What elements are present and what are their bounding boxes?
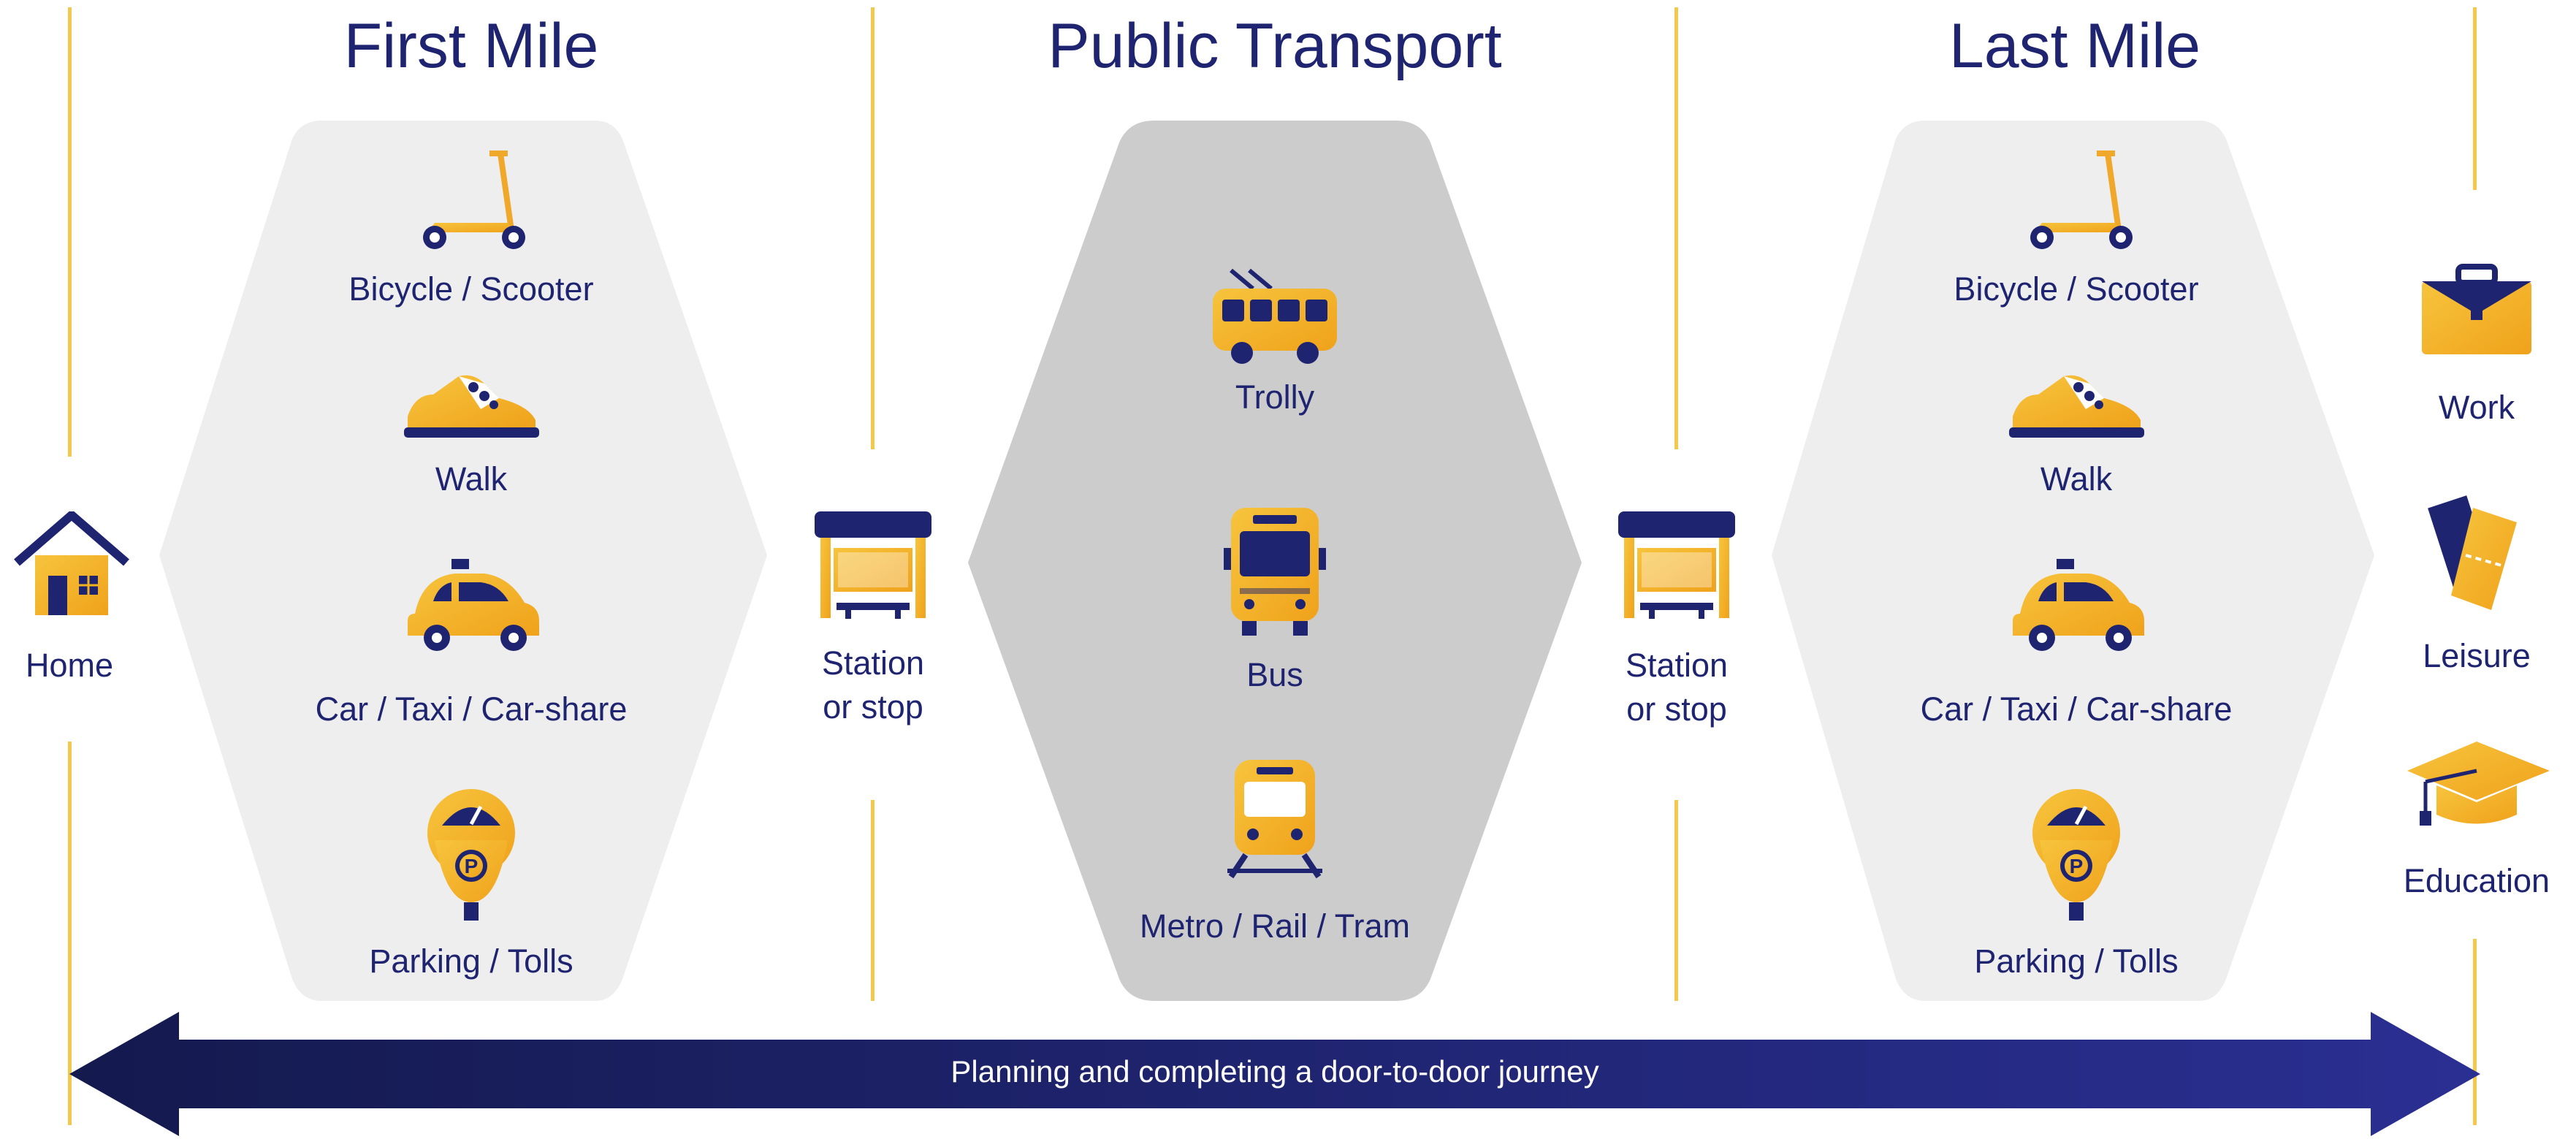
scooter-icon <box>413 146 530 256</box>
divider-station1-top <box>871 7 874 449</box>
first-mile-item-bicycle-scooter: Bicycle / Scooter <box>348 270 594 308</box>
journey-arrow <box>69 1012 2480 1136</box>
metro-train-icon <box>1224 760 1326 880</box>
last-mile-title: Last Mile <box>1948 11 2201 81</box>
public-transport-item-bus: Bus <box>1246 656 1303 693</box>
first-mile-item-walk: Walk <box>435 460 508 498</box>
station-1-label-line2: or stop <box>823 688 923 725</box>
last-mile-item-car-taxi: Car / Taxi / Car-share <box>1920 690 2233 728</box>
last-mile-item-walk: Walk <box>2040 460 2113 498</box>
bus-shelter-icon <box>815 511 931 619</box>
divider-home-top <box>68 7 72 457</box>
divider-station1-bottom <box>871 800 874 1001</box>
public-transport-title: Public Transport <box>1048 11 1502 81</box>
parking-meter-icon <box>2029 789 2124 924</box>
public-transport-item-trolly: Trolly <box>1235 378 1315 416</box>
journey-arrow-label: Planning and completing a door-to-door j… <box>950 1054 1599 1089</box>
last-mile-item-parking-tolls: Parking / Tolls <box>1974 942 2179 980</box>
first-mile-item-car-taxi: Car / Taxi / Car-share <box>315 690 628 728</box>
bus-icon <box>1224 508 1326 636</box>
station-1-label-line1: Station <box>821 644 925 682</box>
first-mile-item-parking-tolls: Parking / Tolls <box>369 942 573 980</box>
shoe-icon <box>404 375 539 438</box>
destination-work-label: Work <box>2438 389 2515 426</box>
station-2-label-line2: or stop <box>1626 690 1727 728</box>
tickets-icon <box>2428 495 2517 610</box>
taxi-car-icon <box>2013 559 2144 651</box>
divider-station2-bottom <box>1674 800 1678 1001</box>
graduation-cap-icon <box>2407 742 2550 826</box>
parking-meter-icon <box>424 789 519 924</box>
briefcase-icon <box>2422 264 2531 354</box>
destination-leisure-label: Leisure <box>2423 637 2531 674</box>
public-transport-item-metro-rail-tram: Metro / Rail / Tram <box>1139 907 1411 945</box>
divider-home-bottom <box>68 742 72 1125</box>
first-mile-title: First Mile <box>343 11 599 81</box>
divider-dest-top <box>2473 7 2477 190</box>
divider-station2-top <box>1674 7 1678 449</box>
station-2-label-line1: Station <box>1625 647 1729 684</box>
divider-dest-bottom <box>2473 939 2477 1125</box>
house-icon <box>14 511 129 615</box>
trolleybus-icon <box>1209 267 1341 365</box>
bus-shelter-icon <box>1618 511 1735 619</box>
home-label: Home <box>25 647 114 684</box>
shoe-icon <box>2009 375 2144 438</box>
scooter-icon <box>2020 146 2137 256</box>
destination-education-label: Education <box>2403 862 2550 899</box>
taxi-car-icon <box>408 559 539 651</box>
last-mile-item-bicycle-scooter: Bicycle / Scooter <box>1954 270 2199 308</box>
